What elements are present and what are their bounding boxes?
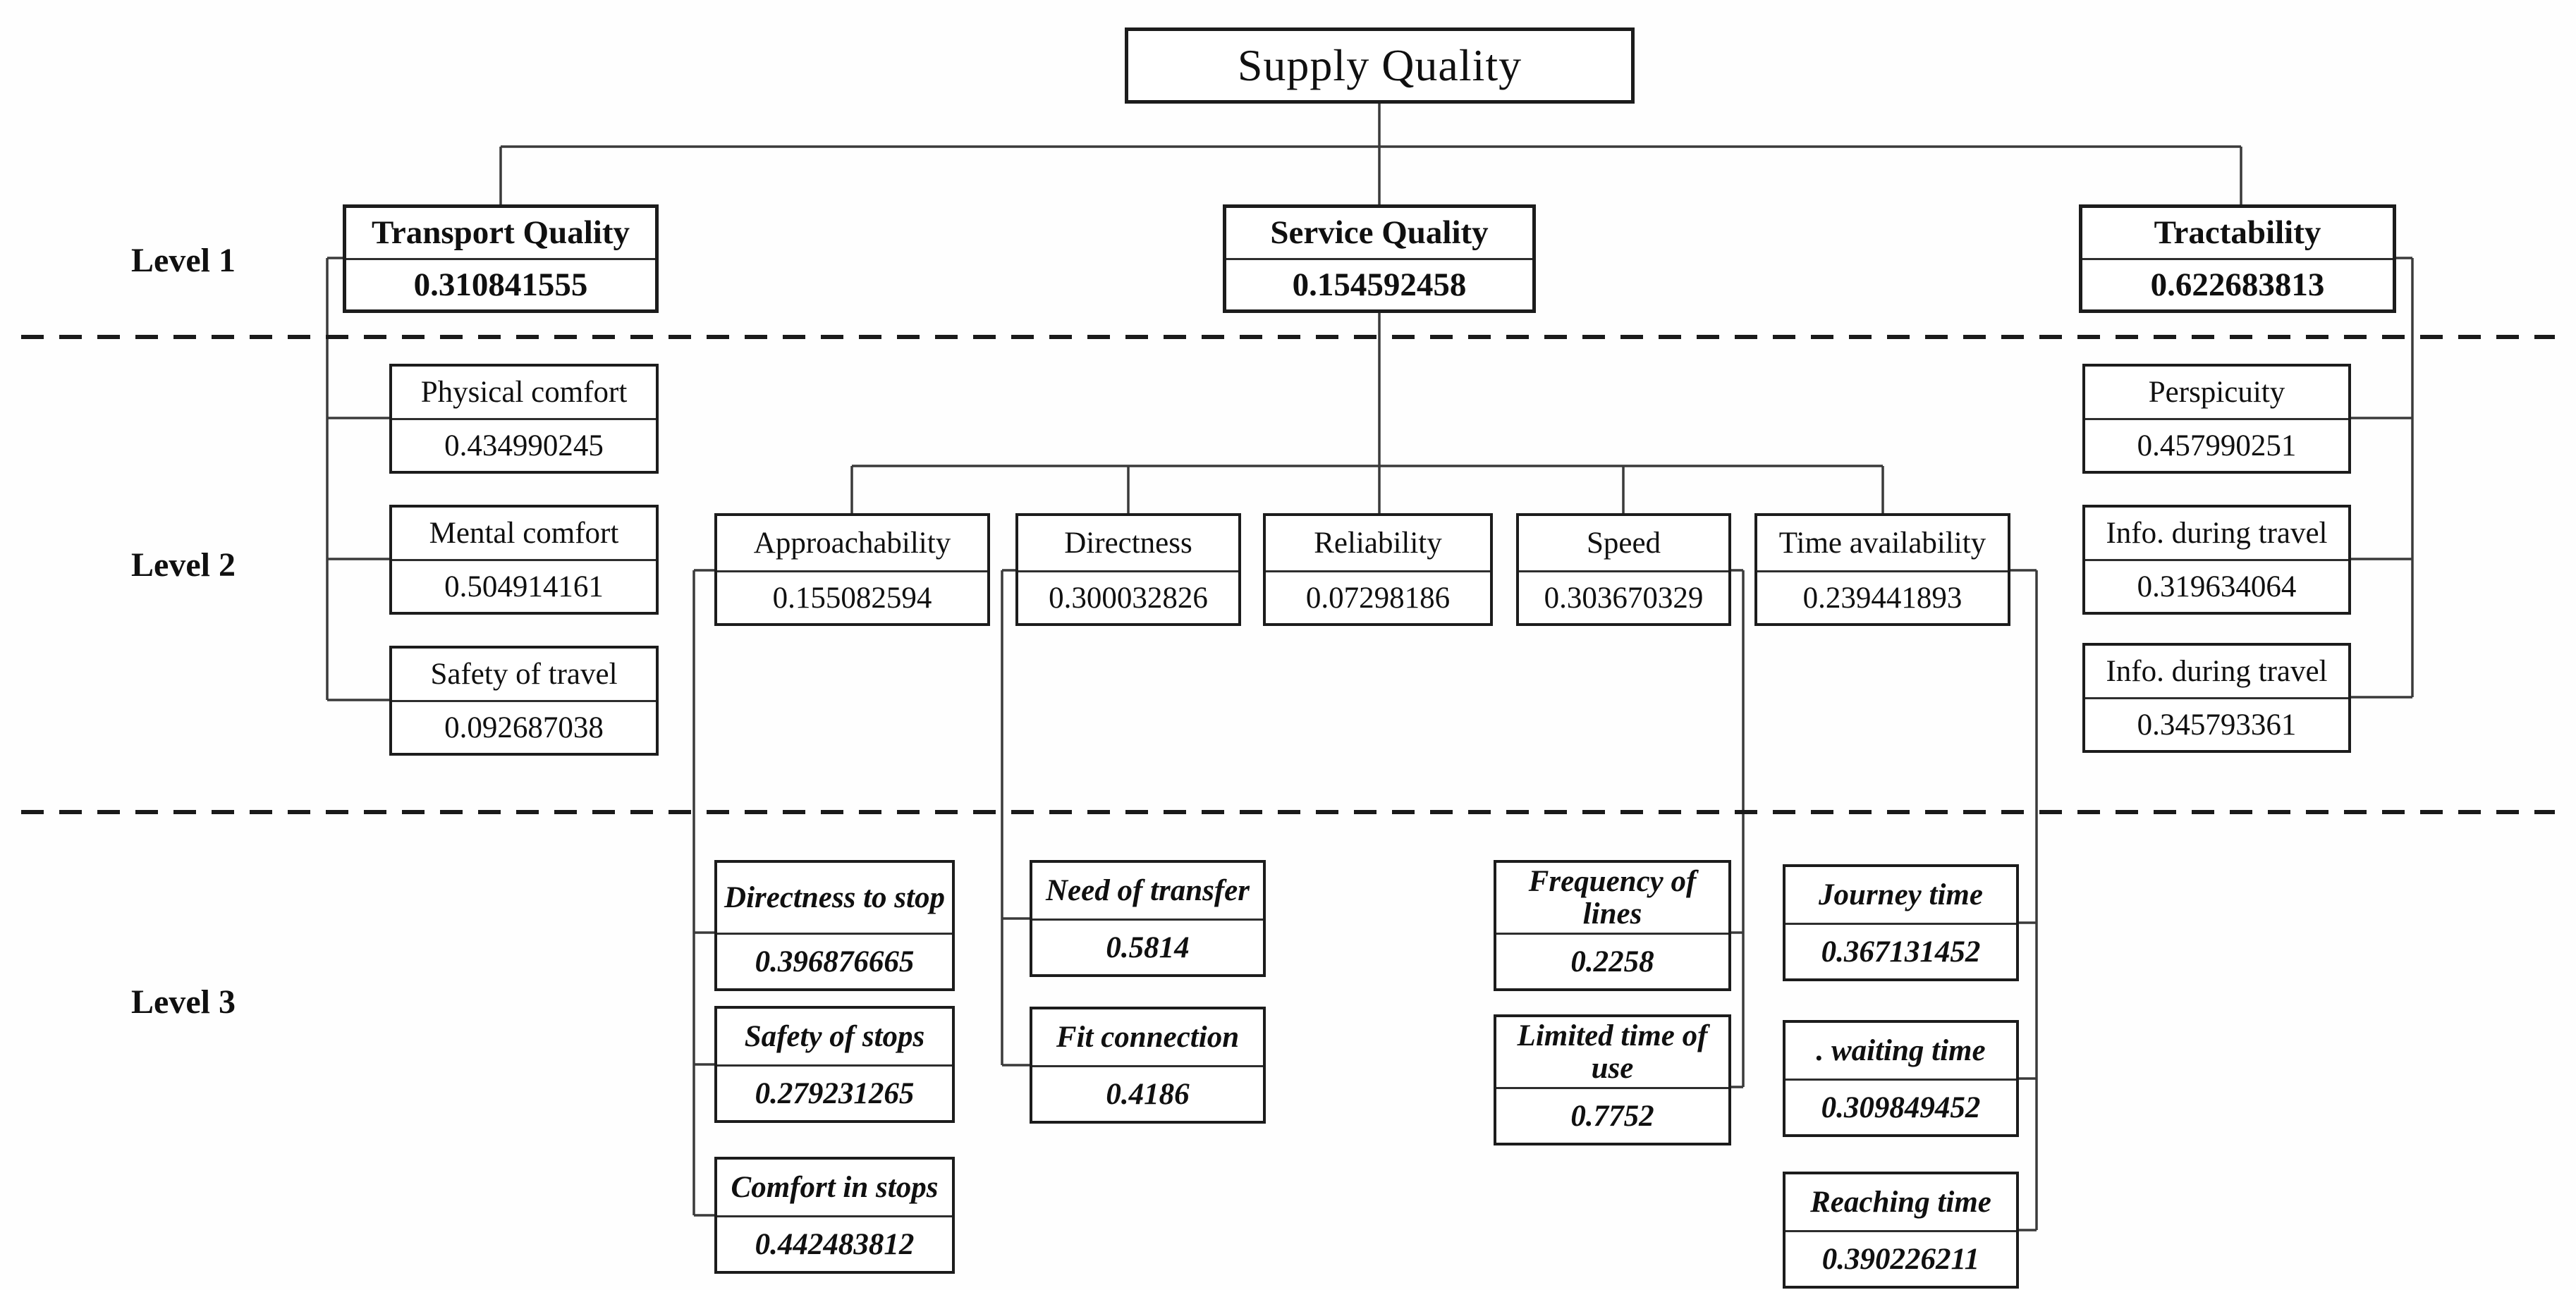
node-label: Reliability — [1266, 516, 1490, 572]
node-weight: 0.092687038 — [444, 711, 604, 744]
node-label: Approachability — [717, 516, 987, 572]
node-weight: 0.442483812 — [755, 1227, 915, 1261]
node-info-during-travel-2: Info. during travel 0.345793361 — [2082, 643, 2351, 753]
node-label: Reaching time — [1786, 1174, 2016, 1232]
node-weight: 0.434990245 — [444, 429, 604, 462]
node-time-availability: Time availability 0.239441893 — [1754, 513, 2010, 626]
level-3-label: Level 3 — [131, 983, 236, 1021]
node-directness-to-stop: Directness to stop 0.396876665 — [714, 860, 955, 991]
node-label: . waiting time — [1786, 1023, 2016, 1081]
node-weight: 0.319634064 — [2137, 570, 2297, 603]
node-label: Tractability — [2082, 208, 2393, 260]
node-need-of-transfer: Need of transfer 0.5814 — [1030, 860, 1266, 977]
node-frequency-of-lines: Frequency of lines 0.2258 — [1494, 860, 1731, 991]
node-reliability: Reliability 0.07298186 — [1263, 513, 1493, 626]
node-weight: 0.345793361 — [2137, 708, 2297, 742]
node-weight: 0.239441893 — [1802, 581, 1962, 615]
node-label: Perspicuity — [2085, 367, 2348, 420]
node-mental-comfort: Mental comfort 0.504914161 — [389, 505, 659, 615]
node-weight: 0.300032826 — [1049, 581, 1208, 615]
node-weight: 0.303670329 — [1544, 581, 1704, 615]
node-comfort-in-stops: Comfort in stops 0.442483812 — [714, 1157, 955, 1274]
connector-approachability — [692, 569, 714, 1217]
node-weight: 0.154592458 — [1292, 266, 1467, 303]
node-safety-of-stops: Safety of stops 0.279231265 — [714, 1006, 955, 1123]
node-label: Time availability — [1757, 516, 2008, 572]
node-journey-time: Journey time 0.367131452 — [1783, 864, 2019, 981]
node-perspicuity: Perspicuity 0.457990251 — [2082, 364, 2351, 474]
node-supply-quality: Supply Quality — [1125, 27, 1635, 104]
node-weight: 0.279231265 — [755, 1076, 915, 1110]
connector-root — [499, 104, 2242, 204]
node-waiting-time: . waiting time 0.309849452 — [1783, 1020, 2019, 1137]
node-fit-connection: Fit connection 0.4186 — [1030, 1007, 1266, 1124]
connector-directness — [1001, 569, 1030, 1067]
node-tractability: Tractability 0.622683813 — [2079, 204, 2396, 313]
node-weight: 0.2258 — [1570, 945, 1654, 978]
node-label: Journey time — [1786, 867, 2016, 925]
node-label: Frequency of lines — [1496, 863, 1728, 935]
node-weight: 0.155082594 — [772, 581, 932, 615]
node-label: Service Quality — [1226, 208, 1532, 260]
node-limited-time-of-use: Limited time of use 0.7752 — [1494, 1014, 1731, 1145]
node-label: Transport Quality — [346, 208, 655, 260]
node-info-during-travel-1: Info. during travel 0.319634064 — [2082, 505, 2351, 615]
node-label: Mental comfort — [392, 508, 656, 561]
node-weight: 0.396876665 — [755, 945, 915, 978]
node-weight: 0.07298186 — [1305, 581, 1451, 615]
connector-tractability — [2351, 257, 2414, 699]
node-service-quality: Service Quality 0.154592458 — [1223, 204, 1536, 313]
node-reaching-time: Reaching time 0.390226211 — [1783, 1172, 2019, 1289]
connector-service — [850, 313, 1884, 513]
node-weight: 0.622683813 — [2150, 266, 2325, 303]
node-speed: Speed 0.303670329 — [1516, 513, 1731, 626]
node-label: Safety of stops — [717, 1009, 952, 1067]
node-safety-of-travel: Safety of travel 0.092687038 — [389, 646, 659, 756]
level-2-label: Level 2 — [131, 546, 236, 584]
node-label: Info. during travel — [2085, 508, 2348, 561]
connector-speed — [1731, 569, 1745, 1088]
level-1-label: Level 1 — [131, 242, 236, 279]
node-approachability: Approachability 0.155082594 — [714, 513, 990, 626]
node-label: Need of transfer — [1032, 863, 1263, 921]
connector-transport — [326, 257, 389, 701]
node-weight: 0.7752 — [1570, 1099, 1654, 1133]
node-weight: 0.5814 — [1106, 930, 1190, 964]
node-label: Comfort in stops — [717, 1160, 952, 1217]
node-weight: 0.310841555 — [413, 266, 588, 303]
node-label: Safety of travel — [392, 649, 656, 702]
node-label: Physical comfort — [392, 367, 656, 420]
node-directness: Directness 0.300032826 — [1015, 513, 1241, 626]
node-label: Speed — [1519, 516, 1728, 572]
node-weight: 0.309849452 — [1821, 1091, 1981, 1124]
node-label: Fit connection — [1032, 1009, 1263, 1067]
node-weight: 0.4186 — [1106, 1077, 1190, 1111]
node-weight: 0.457990251 — [2137, 429, 2297, 462]
node-weight: 0.390226211 — [1821, 1242, 1980, 1276]
node-weight: 0.504914161 — [444, 570, 604, 603]
node-label: Info. during travel — [2085, 646, 2348, 699]
node-label: Limited time of use — [1496, 1017, 1728, 1089]
node-transport-quality: Transport Quality 0.310841555 — [343, 204, 659, 313]
connector-time-availability — [2010, 569, 2038, 1231]
node-physical-comfort: Physical comfort 0.434990245 — [389, 364, 659, 474]
node-label: Directness to stop — [717, 863, 952, 935]
node-label: Directness — [1018, 516, 1238, 572]
node-weight: 0.367131452 — [1821, 935, 1981, 969]
